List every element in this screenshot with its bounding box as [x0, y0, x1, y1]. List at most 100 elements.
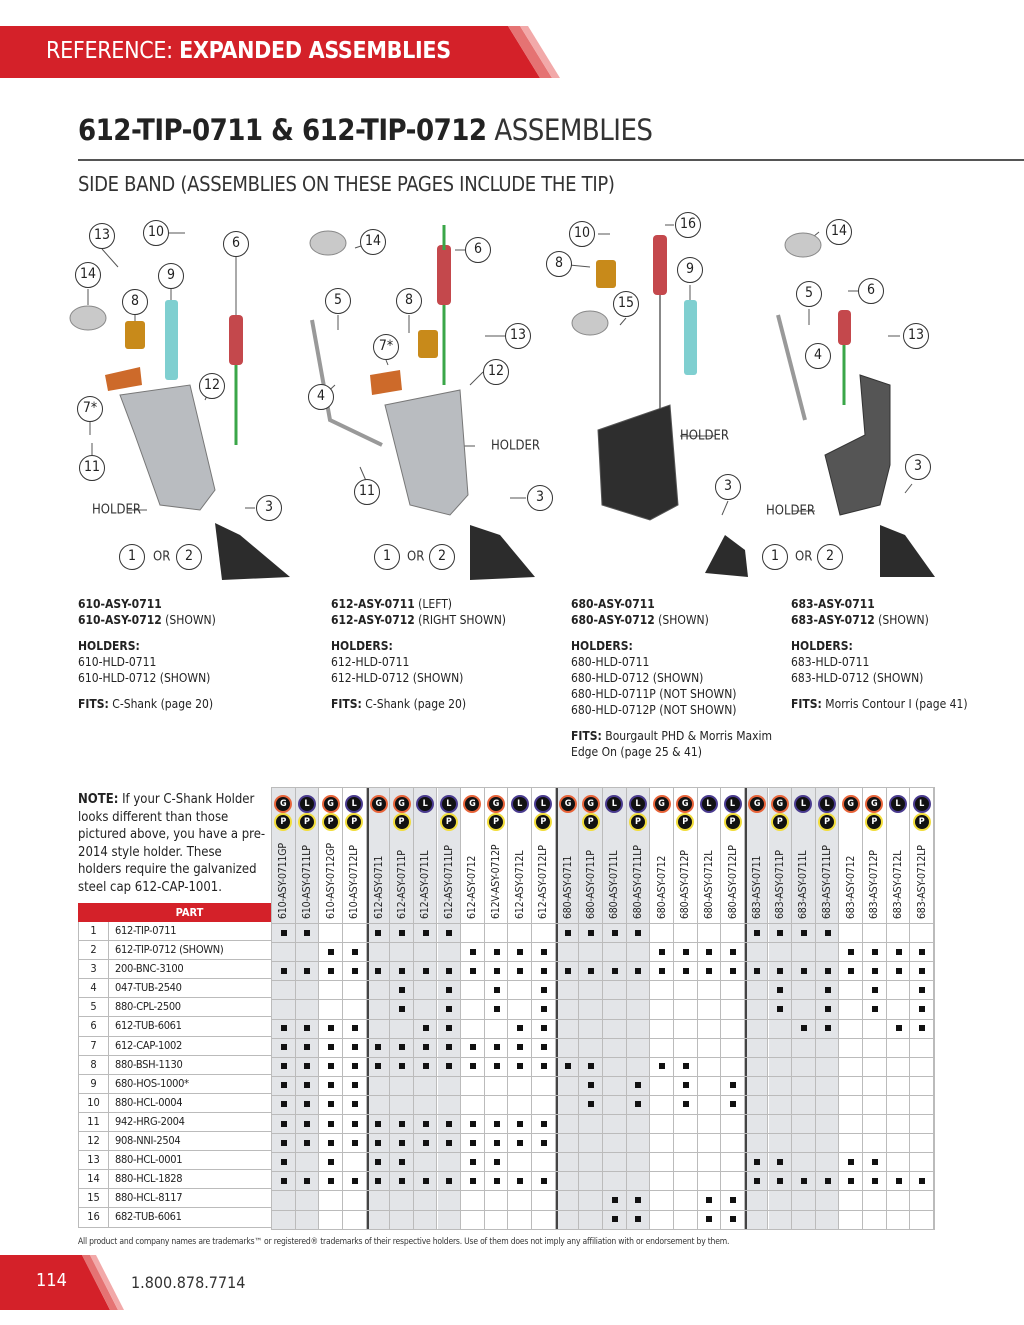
- included-mark: [328, 1082, 335, 1089]
- included-mark: [493, 1005, 500, 1012]
- included-mark: [871, 1177, 878, 1184]
- included-mark: [446, 1063, 453, 1070]
- included-mark: [564, 929, 571, 936]
- fits-label: FITS:: [791, 697, 822, 711]
- assembly-code: 680-ASY-0711: [571, 597, 655, 611]
- fits-label: FITS:: [78, 697, 109, 711]
- badge-p-icon: P: [914, 815, 929, 829]
- included-mark: [753, 1177, 760, 1184]
- included-mark: [895, 1177, 902, 1184]
- part-code: 682-TUB-6061: [115, 1210, 182, 1224]
- page-title: 612-TIP-0711 & 612-TIP-0712 ASSEMBLIES: [78, 113, 653, 147]
- included-mark: [469, 1044, 476, 1051]
- included-mark: [730, 1082, 737, 1089]
- badge-p-icon: P: [867, 815, 882, 829]
- included-mark: [517, 967, 524, 974]
- or-label: OR: [407, 549, 425, 565]
- badge-g-icon: G: [489, 797, 504, 811]
- row-divider: [272, 980, 934, 982]
- included-mark: [871, 1158, 878, 1165]
- included-mark: [446, 1139, 453, 1146]
- included-mark: [399, 967, 406, 974]
- included-mark: [422, 1025, 429, 1032]
- included-mark: [351, 1063, 358, 1070]
- included-mark: [919, 986, 926, 993]
- included-mark: [824, 986, 831, 993]
- included-mark: [517, 1120, 524, 1127]
- included-mark: [446, 1044, 453, 1051]
- row-divider: [272, 1037, 934, 1039]
- callout-8: 8: [396, 288, 422, 314]
- part-number: 4: [79, 979, 109, 998]
- row-divider: [272, 1190, 934, 1192]
- included-mark: [730, 1196, 737, 1203]
- callout-14: 14: [826, 219, 852, 245]
- badge-g-icon: G: [465, 797, 480, 811]
- callout-9: 9: [158, 263, 184, 289]
- badge-l-icon: L: [914, 797, 929, 811]
- callout-3: 3: [527, 485, 553, 511]
- part-number: 6: [79, 1017, 109, 1036]
- callout-15: 15: [613, 291, 639, 317]
- callout-13: 13: [505, 323, 531, 349]
- assembly-code: 612-ASY-0711: [331, 597, 415, 611]
- included-mark: [848, 1177, 855, 1184]
- badge-g-icon: G: [867, 797, 882, 811]
- part-code: 612-TIP-0711: [115, 924, 177, 937]
- part-code: 612-TIP-0712 (SHOWN): [115, 943, 224, 957]
- fits-text: C-Shank (page 20): [108, 697, 214, 711]
- callout-12: 12: [199, 373, 225, 399]
- badge-l-icon: L: [299, 797, 314, 811]
- fits-info: FITS: Bourgault PHD & Morris Maxim Edge …: [571, 728, 786, 760]
- included-mark: [706, 1216, 713, 1223]
- part-code: 908-NNI-2504: [115, 1134, 181, 1148]
- included-mark: [328, 1158, 335, 1165]
- included-mark: [304, 1177, 311, 1184]
- included-mark: [824, 1005, 831, 1012]
- assembly-note: (SHOWN): [874, 613, 929, 627]
- included-mark: [611, 1196, 618, 1203]
- callout-2: 2: [176, 544, 202, 570]
- part-number: 7: [79, 1036, 109, 1055]
- badge-g-icon: G: [323, 797, 338, 811]
- included-mark: [422, 967, 429, 974]
- fits-info: FITS: C-Shank (page 20): [331, 696, 531, 712]
- page-subtitle: SIDE BAND (ASSEMBLIES ON THESE PAGES INC…: [78, 172, 615, 196]
- included-mark: [399, 1139, 406, 1146]
- included-mark: [682, 948, 689, 955]
- included-mark: [517, 948, 524, 955]
- callout-1: 1: [762, 544, 788, 570]
- callout-3: 3: [256, 495, 282, 521]
- badge-p-icon: P: [489, 815, 504, 829]
- callout-7-star: 7*: [77, 396, 103, 422]
- page-number: 114: [36, 1270, 67, 1291]
- badge-l-icon: L: [891, 797, 906, 811]
- included-mark: [304, 1063, 311, 1070]
- included-mark: [399, 1005, 406, 1012]
- part-number: 5: [79, 998, 109, 1017]
- holder-code: 610-HLD-0712 (SHOWN): [78, 671, 211, 685]
- included-mark: [730, 967, 737, 974]
- included-mark: [351, 1082, 358, 1089]
- part-number: 13: [79, 1151, 109, 1170]
- callout-13: 13: [903, 323, 929, 349]
- badge-p-icon: P: [347, 815, 362, 829]
- part-code: 880-HCL-8117: [115, 1191, 183, 1205]
- included-mark: [730, 1216, 737, 1223]
- included-mark: [493, 1120, 500, 1127]
- included-mark: [469, 1158, 476, 1165]
